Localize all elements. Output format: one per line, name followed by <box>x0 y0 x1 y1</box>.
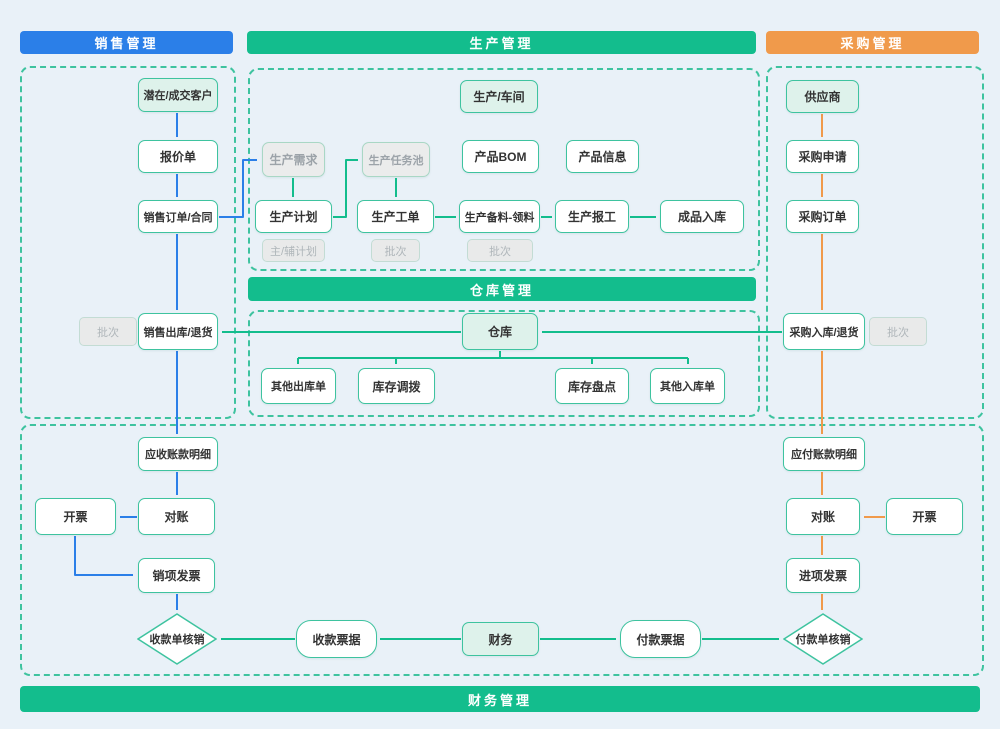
node-purchase-inbound[interactable]: 采购入库/退货 <box>783 313 865 350</box>
node-reconcile-left[interactable]: 对账 <box>138 498 215 535</box>
badge-batch-sales[interactable]: 批次 <box>79 317 137 346</box>
node-customer[interactable]: 潜在/成交客户 <box>138 78 218 112</box>
node-prod-report[interactable]: 生产报工 <box>555 200 629 233</box>
node-invoice-right[interactable]: 开票 <box>886 498 963 535</box>
sales-section-header: 销售管理 <box>20 31 233 54</box>
node-payment-bill[interactable]: 付款票据 <box>620 620 701 658</box>
node-label: 付款单核销 <box>795 634 851 646</box>
node-prod-task-pool[interactable]: 生产任务池 <box>362 142 430 177</box>
procurement-section-header: 采购管理 <box>766 31 979 54</box>
node-purchase-order[interactable]: 采购订单 <box>786 200 859 233</box>
node-sales-invoice[interactable]: 销项发票 <box>138 558 215 593</box>
node-workshop[interactable]: 生产/车间 <box>460 80 538 113</box>
node-receipt-writeoff[interactable]: 收款单核销 <box>137 613 217 665</box>
node-payment-writeoff[interactable]: 付款单核销 <box>783 613 863 665</box>
procurement-zone <box>766 66 984 419</box>
node-purchase-invoice[interactable]: 进项发票 <box>786 558 860 593</box>
node-prod-material[interactable]: 生产备料-领料 <box>459 200 540 233</box>
node-ar-detail[interactable]: 应收账款明细 <box>138 437 218 471</box>
node-ap-detail[interactable]: 应付账款明细 <box>783 437 865 471</box>
node-sales-outbound[interactable]: 销售出库/退货 <box>138 313 218 350</box>
diamond-shape <box>783 613 863 665</box>
badge-batch-purchase[interactable]: 批次 <box>869 317 927 346</box>
node-supplier[interactable]: 供应商 <box>786 80 859 113</box>
badge-batch-material[interactable]: 批次 <box>467 239 533 262</box>
node-product-info[interactable]: 产品信息 <box>566 140 639 173</box>
node-warehouse[interactable]: 仓库 <box>462 313 538 350</box>
node-stock-check[interactable]: 库存盘点 <box>555 368 629 404</box>
node-stock-transfer[interactable]: 库存调拨 <box>358 368 435 404</box>
node-prod-demand[interactable]: 生产需求 <box>262 142 325 177</box>
node-receipt-bill[interactable]: 收款票据 <box>296 620 377 658</box>
warehouse-zone <box>248 310 760 417</box>
node-label: 收款单核销 <box>149 634 205 646</box>
finance-zone <box>20 424 984 676</box>
node-quotation[interactable]: 报价单 <box>138 140 218 173</box>
warehouse-section-header: 仓库管理 <box>248 277 756 301</box>
finance-section-header: 财务管理 <box>20 686 980 712</box>
node-prod-plan[interactable]: 生产计划 <box>255 200 332 233</box>
sales-zone <box>20 66 236 419</box>
node-sales-order[interactable]: 销售订单/合同 <box>138 200 218 233</box>
node-invoice-left[interactable]: 开票 <box>35 498 116 535</box>
node-purchase-request[interactable]: 采购申请 <box>786 140 859 173</box>
node-finished-inbound[interactable]: 成品入库 <box>660 200 744 233</box>
production-section-header: 生产管理 <box>247 31 756 54</box>
node-other-inbound[interactable]: 其他入库单 <box>650 368 725 404</box>
diamond-shape <box>137 613 217 665</box>
node-other-outbound[interactable]: 其他出库单 <box>261 368 336 404</box>
badge-batch-workorder[interactable]: 批次 <box>371 239 420 262</box>
node-prod-workorder[interactable]: 生产工单 <box>357 200 434 233</box>
node-product-bom[interactable]: 产品BOM <box>462 140 539 173</box>
node-reconcile-right[interactable]: 对账 <box>786 498 860 535</box>
node-finance[interactable]: 财务 <box>462 622 539 656</box>
badge-main-aux-plan[interactable]: 主/辅计划 <box>262 239 325 262</box>
